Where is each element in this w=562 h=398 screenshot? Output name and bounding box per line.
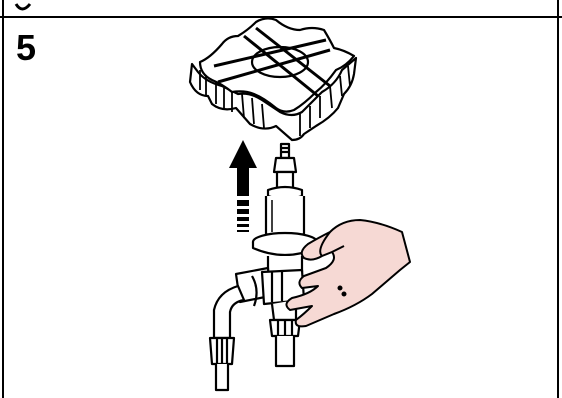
hand-icon — [285, 219, 411, 328]
knob-icon — [188, 17, 358, 142]
pipe-icon — [208, 284, 246, 392]
valve-icon — [234, 142, 319, 368]
up-arrow-icon — [229, 140, 257, 232]
step-number: 5 — [16, 27, 37, 68]
